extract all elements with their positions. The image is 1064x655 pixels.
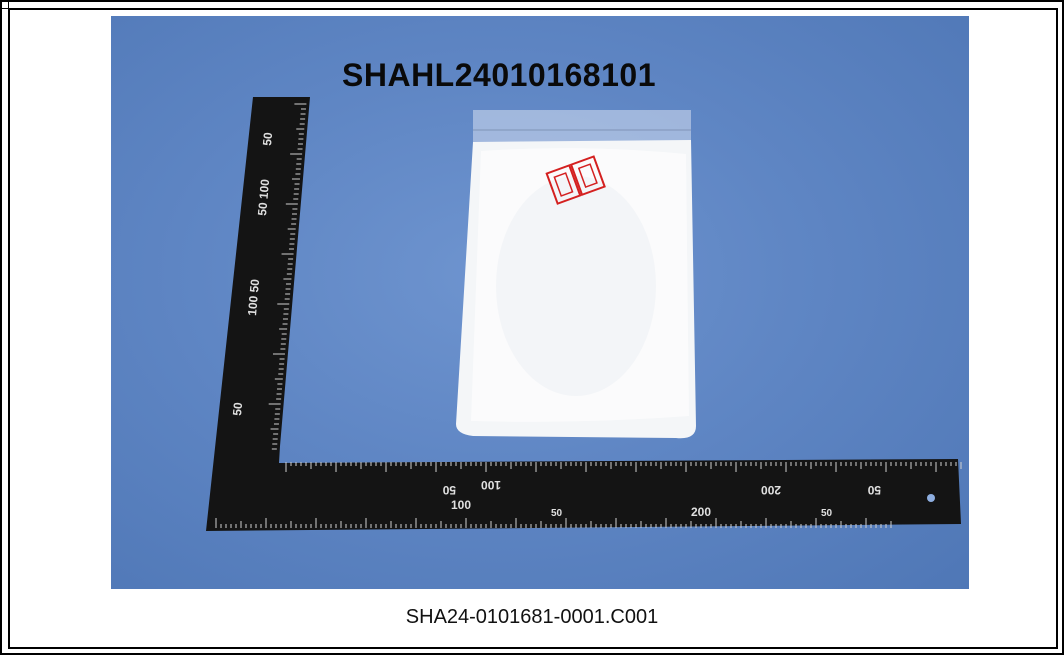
svg-text:50: 50 xyxy=(442,483,456,497)
ruler-icon: 50 50 100 100 50 50 100 50 200 50 100 20… xyxy=(206,97,962,531)
corner-mark xyxy=(2,2,9,9)
label-tag-icon xyxy=(545,155,606,205)
svg-text:50: 50 xyxy=(821,508,833,519)
svg-text:200: 200 xyxy=(761,483,781,497)
svg-text:100 50: 100 50 xyxy=(245,278,262,316)
svg-text:50: 50 xyxy=(260,131,275,146)
photo-scene: 50 50 100 100 50 50 100 50 200 50 100 20… xyxy=(206,97,962,531)
svg-text:100: 100 xyxy=(451,498,471,512)
sample-photo: SHAHL24010168101 50 50 100 100 50 50 100… xyxy=(111,16,969,589)
sample-bag-icon xyxy=(456,110,696,439)
svg-text:200: 200 xyxy=(691,505,711,519)
svg-text:50: 50 xyxy=(551,508,563,519)
svg-text:50 100: 50 100 xyxy=(255,178,272,216)
svg-text:100: 100 xyxy=(481,478,501,492)
image-caption: SHA24-0101681-0001.C001 xyxy=(405,606,659,628)
svg-text:50: 50 xyxy=(867,483,881,497)
svg-text:50: 50 xyxy=(230,401,245,416)
